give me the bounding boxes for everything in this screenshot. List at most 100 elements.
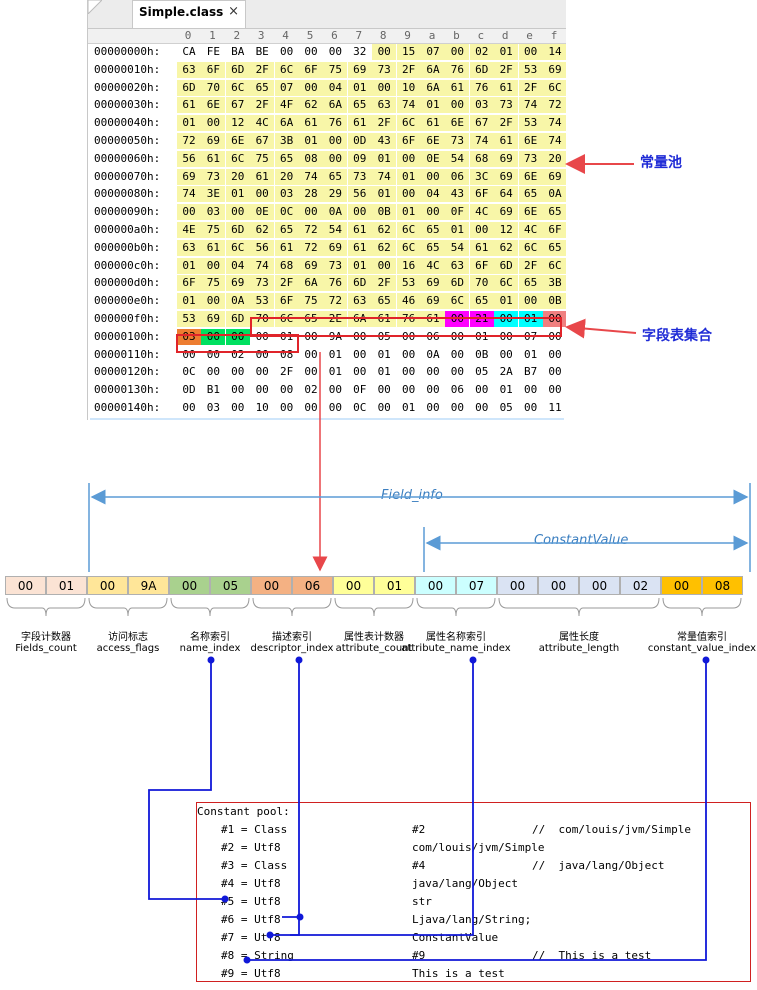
hex-byte[interactable]: 00 bbox=[543, 311, 566, 327]
hex-byte[interactable]: 00 bbox=[255, 347, 269, 361]
hex-byte[interactable]: 01 bbox=[377, 365, 391, 379]
hex-byte[interactable]: 65 bbox=[518, 186, 543, 203]
hex-byte[interactable]: 72 bbox=[299, 222, 323, 238]
hex-byte[interactable]: 69 bbox=[543, 61, 566, 78]
hex-byte[interactable]: 61 bbox=[494, 133, 519, 149]
hex-byte[interactable]: 73 bbox=[494, 97, 519, 114]
hex-byte[interactable]: 65 bbox=[469, 293, 494, 310]
hex-byte[interactable]: 00 bbox=[401, 365, 416, 379]
hex-byte[interactable]: 2F bbox=[518, 257, 543, 274]
hex-byte[interactable]: 70 bbox=[469, 275, 494, 292]
hex-byte[interactable]: 01 bbox=[299, 133, 323, 149]
hex-byte[interactable]: 3B bbox=[543, 275, 566, 292]
hex-byte[interactable]: 65 bbox=[250, 79, 275, 96]
hex-byte[interactable]: 10 bbox=[396, 79, 421, 96]
hex-byte[interactable]: 00 bbox=[426, 401, 440, 414]
hex-byte[interactable]: 62 bbox=[299, 97, 323, 114]
hex-byte[interactable]: 75 bbox=[250, 150, 275, 167]
hex-byte[interactable]: 00 bbox=[445, 97, 470, 114]
hex-byte[interactable]: 00 bbox=[470, 418, 494, 420]
hex-byte[interactable]: 6D bbox=[445, 275, 470, 292]
hex-byte[interactable]: 2F bbox=[279, 365, 294, 379]
hex-byte[interactable]: 2E bbox=[323, 311, 348, 327]
hex-byte[interactable]: 00 bbox=[353, 365, 367, 379]
hex-byte[interactable]: 62 bbox=[372, 239, 397, 256]
hex-byte[interactable]: 01 bbox=[494, 44, 519, 60]
hex-byte[interactable]: 63 bbox=[177, 61, 201, 78]
hex-byte[interactable]: 43 bbox=[372, 133, 397, 149]
hex-byte[interactable]: 6A bbox=[274, 115, 299, 132]
hex-byte[interactable]: 01 bbox=[177, 293, 201, 310]
hex-byte[interactable]: 00 bbox=[201, 328, 226, 345]
hex-byte[interactable]: 01 bbox=[328, 347, 343, 361]
hex-byte[interactable]: 01 bbox=[499, 383, 513, 397]
hex-byte[interactable]: 00 bbox=[304, 401, 318, 414]
hex-byte[interactable]: 01 bbox=[328, 365, 343, 379]
hex-byte[interactable]: 00 bbox=[323, 150, 348, 167]
hex-byte[interactable]: 03 bbox=[274, 186, 299, 203]
hex-byte[interactable]: 69 bbox=[421, 293, 445, 310]
hex-byte[interactable]: 62 bbox=[372, 222, 397, 238]
hex-byte[interactable]: 69 bbox=[543, 168, 566, 185]
hex-byte[interactable]: 69 bbox=[323, 239, 348, 256]
hex-byte[interactable]: 01 bbox=[177, 257, 201, 274]
hex-byte[interactable]: 01 bbox=[177, 115, 201, 132]
hex-byte[interactable]: 00 bbox=[323, 133, 348, 149]
hex-byte[interactable]: 00 bbox=[518, 293, 543, 310]
hex-byte[interactable]: 6F bbox=[201, 61, 226, 78]
hex-byte[interactable]: 63 bbox=[372, 97, 397, 114]
hex-byte[interactable]: 02 bbox=[445, 418, 469, 420]
hex-byte[interactable]: 00 bbox=[201, 115, 226, 132]
hex-byte[interactable]: 68 bbox=[469, 150, 494, 167]
hex-byte[interactable]: 6F bbox=[469, 257, 494, 274]
hex-byte[interactable]: 72 bbox=[543, 97, 566, 114]
hex-byte[interactable]: 03 bbox=[201, 204, 226, 221]
hex-byte[interactable]: 54 bbox=[445, 150, 470, 167]
hex-byte[interactable]: 00 bbox=[275, 418, 299, 420]
hex-byte[interactable]: 61 bbox=[372, 311, 397, 327]
hex-byte[interactable]: 2F bbox=[372, 115, 397, 132]
hex-byte[interactable]: 03 bbox=[469, 97, 494, 114]
hex-byte[interactable]: 00 bbox=[372, 418, 396, 420]
hex-byte[interactable]: 00 bbox=[353, 329, 367, 343]
hex-byte[interactable]: 65 bbox=[347, 97, 372, 114]
hex-byte[interactable]: 01 bbox=[523, 347, 538, 361]
hex-byte[interactable]: 14 bbox=[543, 44, 566, 60]
hex-byte[interactable]: 6C bbox=[543, 257, 566, 274]
hex-byte[interactable]: FE bbox=[206, 45, 221, 58]
hex-byte[interactable]: 74 bbox=[469, 133, 494, 149]
hex-byte[interactable]: 61 bbox=[421, 311, 445, 327]
hex-byte[interactable]: 00 bbox=[523, 401, 538, 414]
hex-byte[interactable]: 00 bbox=[206, 347, 221, 361]
hex-byte[interactable]: 73 bbox=[323, 257, 348, 274]
hex-byte[interactable]: 01 bbox=[372, 150, 397, 167]
hex-byte[interactable]: 2F bbox=[518, 79, 543, 96]
hex-byte[interactable]: 65 bbox=[299, 311, 323, 327]
hex-byte[interactable]: 2F bbox=[372, 275, 397, 292]
hex-byte[interactable]: 09 bbox=[347, 150, 372, 167]
hex-byte[interactable]: 6E bbox=[518, 133, 543, 149]
hex-byte[interactable]: 0F bbox=[353, 383, 367, 397]
hex-byte[interactable]: 06 bbox=[450, 383, 465, 397]
hex-byte[interactable]: 05 bbox=[475, 365, 489, 379]
hex-byte[interactable]: 65 bbox=[323, 168, 348, 185]
hex-byte[interactable]: 74 bbox=[543, 115, 566, 132]
hex-byte[interactable]: 53 bbox=[518, 115, 543, 132]
hex-byte[interactable]: 2F bbox=[494, 61, 519, 78]
hex-byte[interactable]: 00 bbox=[279, 383, 294, 397]
hex-byte[interactable]: 76 bbox=[396, 311, 421, 327]
hex-byte[interactable]: 08 bbox=[299, 150, 323, 167]
hex-byte[interactable]: 6D bbox=[225, 61, 250, 78]
hex-byte[interactable]: 74 bbox=[543, 133, 566, 149]
hex-byte[interactable]: 6A bbox=[421, 61, 445, 78]
hex-byte[interactable]: 00 bbox=[201, 257, 226, 274]
hex-byte[interactable]: 03 bbox=[177, 328, 201, 345]
hex-byte[interactable]: 04 bbox=[421, 186, 445, 203]
hex-byte[interactable]: 73 bbox=[250, 275, 275, 292]
hex-byte[interactable]: 4C bbox=[518, 222, 543, 238]
hex-byte[interactable]: 00 bbox=[304, 365, 318, 379]
hex-byte[interactable]: 4C bbox=[469, 204, 494, 221]
hex-byte[interactable]: 6C bbox=[445, 293, 470, 310]
hex-byte[interactable]: 6C bbox=[225, 239, 250, 256]
hex-byte[interactable]: 6F bbox=[177, 275, 201, 292]
